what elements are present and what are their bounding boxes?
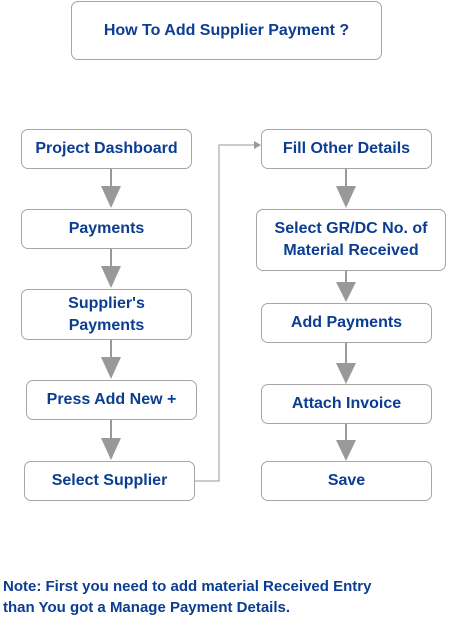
step-project-dashboard: Project Dashboard	[21, 129, 192, 169]
step-label: Select GR/DC No. of Material Received	[274, 220, 428, 259]
step-add-payments: Add Payments	[261, 303, 432, 343]
step-label: Payments	[68, 220, 145, 237]
step-label: Project Dashboard	[35, 140, 178, 157]
arrow-dashboard-to-payments	[101, 169, 121, 208]
step-fill-other-details: Fill Other Details	[261, 129, 432, 169]
note-text: Note: First you need to add material Rec…	[3, 576, 451, 618]
arrow-select-gr-to-add-payments	[336, 271, 356, 302]
step-save: Save	[261, 461, 432, 501]
step-label: Select Supplier	[51, 472, 168, 489]
arrow-attach-invoice-to-save	[336, 424, 356, 461]
step-label: Fill Other Details	[282, 140, 411, 157]
step-label: Add Payments	[290, 314, 403, 331]
step-select-gr-dc: Select GR/DC No. of Material Received	[256, 209, 446, 271]
step-payments: Payments	[21, 209, 192, 249]
step-label: Attach Invoice	[291, 395, 402, 412]
step-label: Save	[327, 472, 366, 489]
step-label: Press Add New +	[46, 391, 177, 408]
arrow-press-add-new-to-select-supplier	[101, 420, 121, 460]
arrow-add-payments-to-attach-invoice	[336, 343, 356, 384]
diagram-title: How To Add Supplier Payment ?	[103, 21, 350, 39]
arrow-payments-to-suppliers-payments	[101, 249, 121, 288]
note-line-1: Note: First you need to add material Rec…	[3, 578, 372, 595]
arrow-fill-details-to-select-gr	[336, 169, 356, 208]
step-attach-invoice: Attach Invoice	[261, 384, 432, 424]
step-press-add-new: Press Add New +	[26, 380, 197, 420]
note-line-2: than You got a Manage Payment Details.	[3, 599, 291, 616]
step-suppliers-payments: Supplier's Payments	[21, 289, 192, 340]
step-label: Supplier's Payments	[68, 294, 145, 334]
step-select-supplier: Select Supplier	[24, 461, 195, 501]
elbow-connector-supplier-to-fill-details	[195, 141, 261, 482]
arrow-suppliers-payments-to-press-add-new	[101, 340, 121, 379]
diagram-title-box: How To Add Supplier Payment ?	[71, 1, 382, 60]
